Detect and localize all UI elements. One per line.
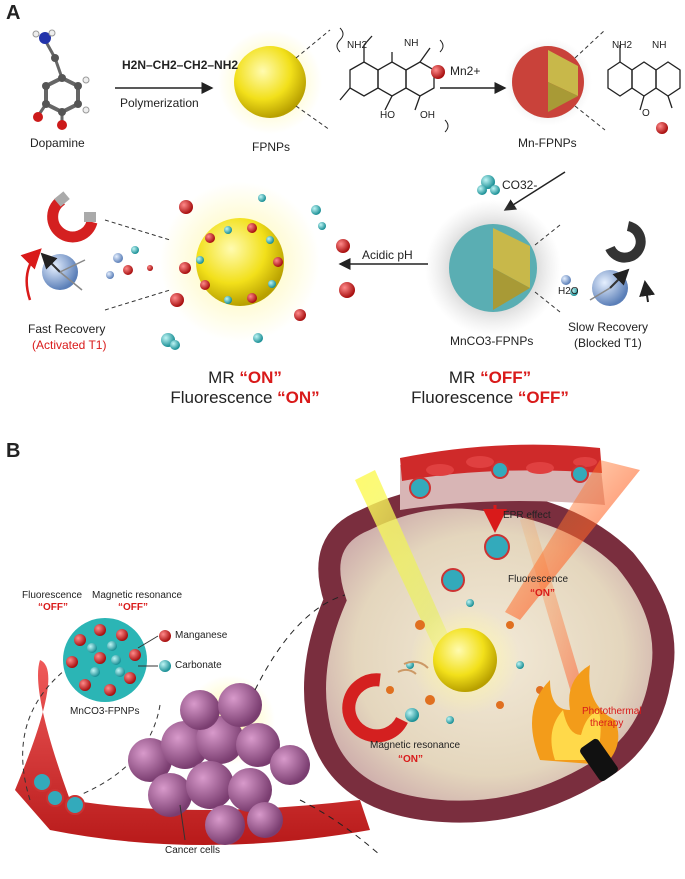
fpnps-label: FPNPs	[252, 140, 291, 154]
fluorescence-off-value: “OFF”	[38, 602, 68, 613]
red-blood-cells	[426, 456, 597, 476]
nh2-label-1: NH2	[347, 40, 368, 51]
state-on-fl: Fluorescence	[170, 388, 273, 407]
fluorescence-off-label: Fluorescence	[22, 590, 83, 601]
dopamine-label: Dopamine	[30, 136, 85, 150]
oh-label-1: OH	[420, 110, 435, 121]
tumor-nanoparticle-icon	[433, 628, 497, 692]
state-off-fl: Fluorescence	[411, 388, 514, 407]
zoom-guide-left	[22, 669, 66, 801]
therapy-label: therapy	[590, 718, 624, 729]
polydopamine-structure-1	[336, 27, 449, 133]
tumor-released-ions	[386, 599, 544, 724]
nh-label-1: NH	[404, 38, 419, 49]
nh-label-2: NH	[652, 40, 667, 51]
magnet-blocked-icon	[605, 221, 646, 263]
state-on-block: MR “ON” Fluorescence “ON”	[145, 368, 345, 408]
cancer-cells-label: Cancer cells	[165, 845, 221, 856]
state-off-mr-value: “OFF”	[480, 368, 532, 387]
mr-off-value: “OFF”	[118, 602, 148, 613]
mr-on-label: Magnetic resonance	[370, 740, 461, 751]
mr-on-value: “ON”	[398, 754, 423, 765]
activated-nanoparticle-icon	[196, 218, 284, 306]
mn-ion-label: Mn2+	[450, 64, 481, 78]
fast-recovery-label: Fast Recovery	[28, 322, 106, 336]
state-off-mr: MR	[448, 368, 476, 387]
manganese-legend-label: Manganese	[175, 630, 228, 641]
zoomed-mnco3-label: MnCO3-FPNPs	[70, 706, 140, 717]
water-molecules-fast-icon	[106, 246, 153, 279]
cancer-cells-cluster	[128, 683, 310, 845]
polymerization-label: Polymerization	[120, 96, 199, 110]
panel-letter-a: A	[6, 2, 21, 24]
blocked-t1-label: (Blocked T1)	[574, 336, 642, 350]
legend-manganese-dot	[159, 630, 171, 642]
zoom-guide-tumor-bottom	[299, 799, 381, 856]
fluorescence-on-value: “ON”	[530, 588, 555, 599]
state-off-block: MR “OFF” Fluorescence “OFF”	[380, 368, 600, 408]
epr-effect-label: EPR effect	[503, 510, 551, 521]
mr-off-label: Magnetic resonance	[92, 590, 183, 601]
laser-emitter-icon	[580, 738, 618, 782]
fluorescence-beam	[355, 470, 455, 660]
state-off-fl-value: “OFF”	[517, 388, 569, 407]
tumor-magnet-icon	[342, 660, 429, 743]
mn-fpnps-label: Mn-FPNPs	[518, 136, 577, 150]
mnco3-fpnps-label: MnCO3-FPNPs	[450, 334, 534, 348]
ho-label-1: HO	[380, 110, 395, 121]
epr-nanoparticle-icon	[484, 534, 510, 560]
panel-letter-b: B	[6, 440, 21, 462]
polydopamine-structure-2	[607, 45, 681, 111]
water-molecules-slow-icon	[561, 275, 578, 296]
slow-recovery-label: Slow Recovery	[568, 320, 649, 334]
fpnp-sphere-icon	[234, 46, 306, 118]
slow-recovery-arrow-icon	[639, 280, 655, 303]
photothermal-label: Photothermal	[582, 706, 642, 717]
mn-ion-icon	[431, 65, 445, 79]
blood-vessel-lower	[15, 660, 370, 845]
magnet-icon	[47, 191, 98, 243]
cancer-cells-pointer	[179, 804, 186, 841]
released-ions	[161, 194, 355, 350]
o-label-2: O	[642, 108, 650, 119]
carbonate-label: CO32-	[502, 178, 538, 192]
activated-t1-label: (Activated T1)	[32, 338, 107, 352]
carbonate-ion-icon	[477, 175, 500, 195]
carbonate-legend-label: Carbonate	[175, 660, 222, 671]
fast-recovery-arrow-icon	[20, 248, 42, 301]
state-on-fl-value: “ON”	[277, 388, 320, 407]
acidic-ph-label: Acidic pH	[362, 248, 413, 262]
state-on-mr-value: “ON”	[239, 368, 282, 387]
dopamine-molecule-icon	[32, 29, 90, 130]
fluorescence-on-label: Fluorescence	[508, 574, 569, 585]
water-label: H2O	[558, 286, 579, 297]
legend-carbonate-dot	[159, 660, 171, 672]
zoom-guide-tumor-top	[254, 594, 346, 691]
reagent-formula: H2N–CH2–CH2–NH2	[122, 58, 239, 72]
state-on-mr: MR	[208, 368, 235, 387]
excitation-beam	[505, 460, 640, 620]
zoomed-surface-dots	[66, 624, 141, 696]
nh2-label-2: NH2	[612, 40, 633, 51]
